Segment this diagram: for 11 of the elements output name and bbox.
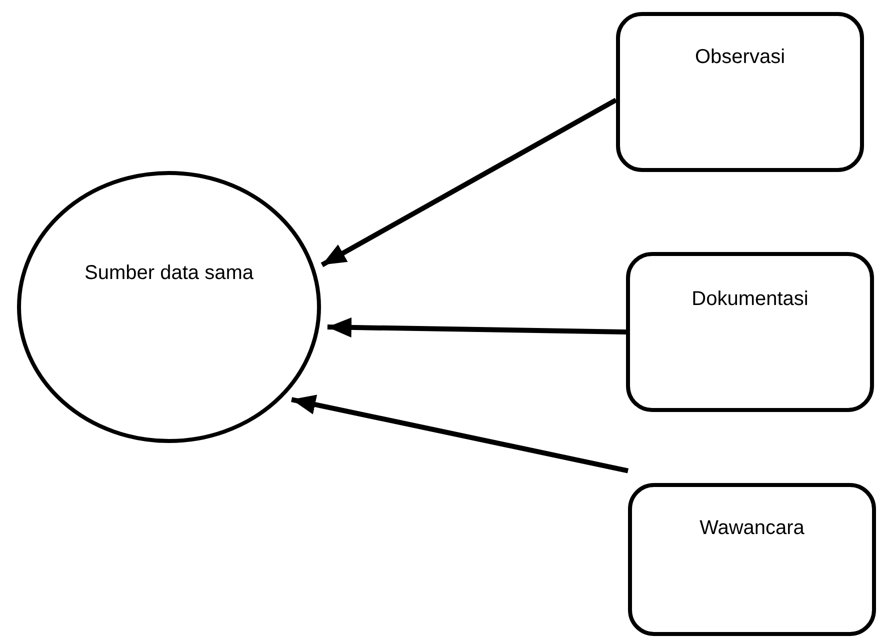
arrow (327, 317, 626, 338)
rounded-box (626, 252, 874, 412)
arrow (320, 98, 618, 268)
node-label: Wawancara (698, 517, 806, 540)
rounded-box (628, 483, 876, 636)
node-label: Dokumentasi (690, 288, 810, 311)
node-label: Sumber data sama (84, 261, 254, 286)
arrow (291, 394, 629, 474)
ellipse-node (17, 171, 321, 443)
rounded-box (616, 12, 864, 172)
node-label: Observasi (694, 46, 786, 69)
